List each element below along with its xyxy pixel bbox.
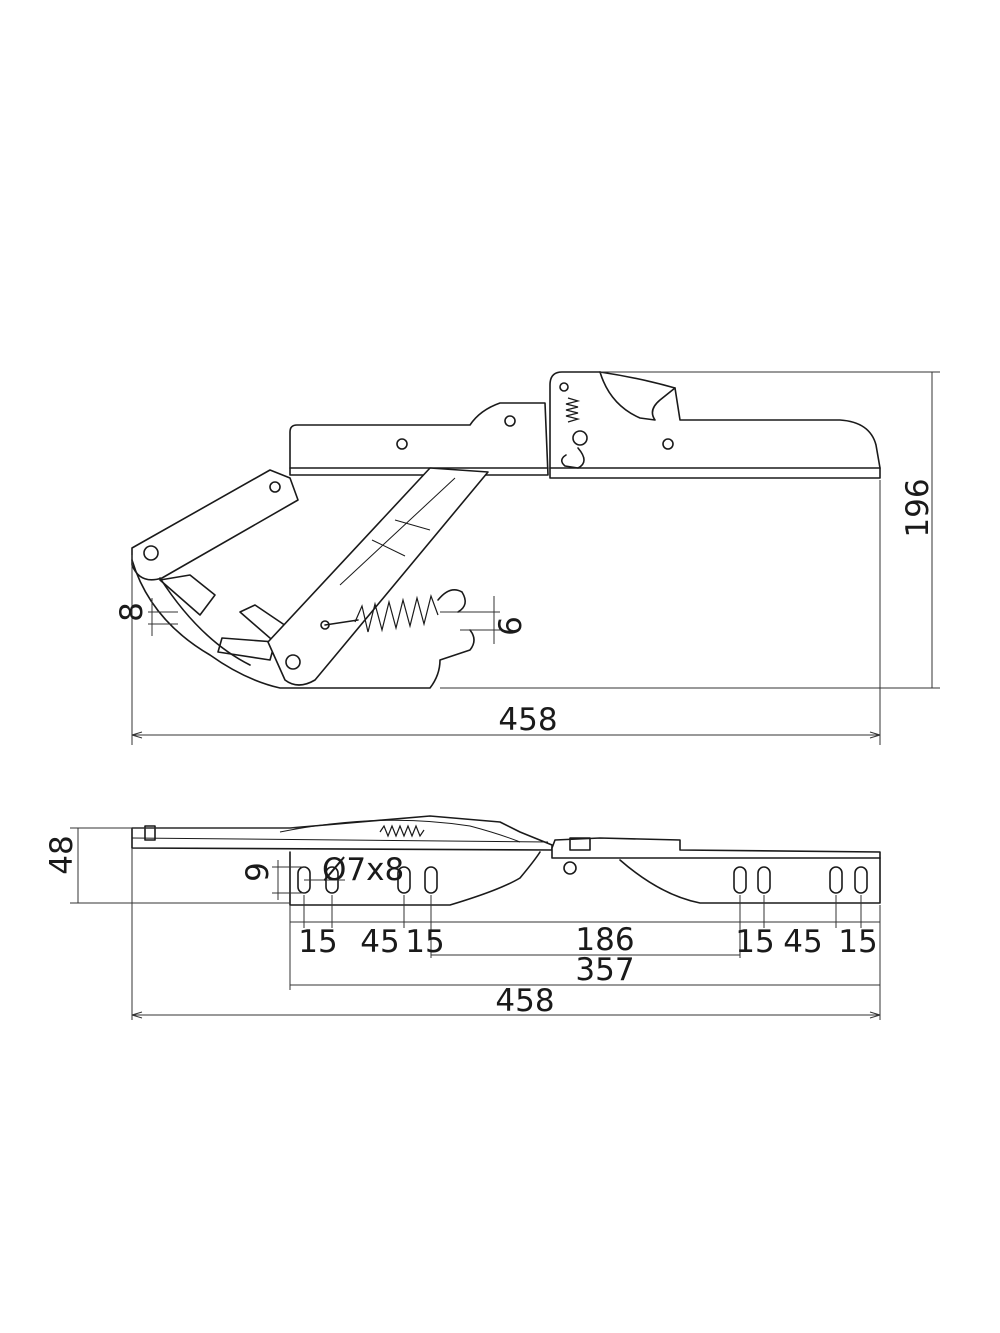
pivot-hole — [559, 382, 569, 392]
main-spring — [354, 593, 439, 633]
lower-bracket — [131, 559, 475, 689]
dimension-plan-overall-length: 458 — [495, 983, 554, 1019]
dimension-spacing-left-c: 15 — [405, 924, 444, 960]
dimension-middle-spacing: 186 — [575, 922, 634, 958]
plan-upper-plate-right — [551, 837, 881, 859]
mounting-slot — [829, 866, 843, 894]
dimension-slot-span: 357 — [575, 952, 634, 988]
plate-hole — [396, 438, 408, 450]
dimension-slot-height: 9 — [240, 862, 276, 882]
top-plate-left — [289, 402, 549, 476]
dimension-spacing-left-b: 45 — [360, 924, 399, 960]
pivot-hole — [269, 481, 281, 493]
pivot-hole — [143, 545, 159, 561]
latch-hook — [560, 447, 585, 469]
plan-upper-plate — [131, 815, 553, 851]
plan-base-plate — [289, 851, 541, 906]
dimension-overall-length: 458 — [498, 702, 557, 738]
pivot-hole — [572, 430, 588, 446]
dimension-spacing-left-a: 15 — [298, 924, 337, 960]
dimension-plan-thickness: 48 — [44, 835, 80, 874]
slot-arm — [217, 637, 276, 661]
latch-spring — [565, 397, 581, 423]
plate-hole — [504, 415, 516, 427]
slot-arm — [159, 574, 216, 616]
dimension-spacing-right-c: 15 — [838, 924, 877, 960]
diagonal-strut — [267, 467, 489, 686]
dimension-spacing-right-a: 15 — [735, 924, 774, 960]
dimension-overall-height: 196 — [900, 478, 936, 537]
dimension-spacing-right-b: 45 — [783, 924, 822, 960]
pivot-hole — [285, 654, 301, 670]
dimension-spring-mount: 6 — [493, 616, 529, 636]
plate-hole — [662, 438, 674, 450]
left-pivot-arm — [131, 469, 299, 581]
mounting-slot — [757, 866, 771, 894]
hole-callout: Ø7x8 — [322, 852, 404, 888]
mounting-slot — [424, 866, 438, 894]
dimension-pin-offset: 8 — [114, 602, 150, 622]
top-plate-right — [549, 371, 881, 479]
plan-view: 48 9 Ø7x8 15 45 15 15 45 1 — [44, 815, 881, 1020]
mounting-slot — [733, 866, 747, 894]
side-view: 458 196 8 6 — [114, 371, 940, 745]
mounting-slot — [854, 866, 868, 894]
mounting-slot — [397, 866, 411, 894]
